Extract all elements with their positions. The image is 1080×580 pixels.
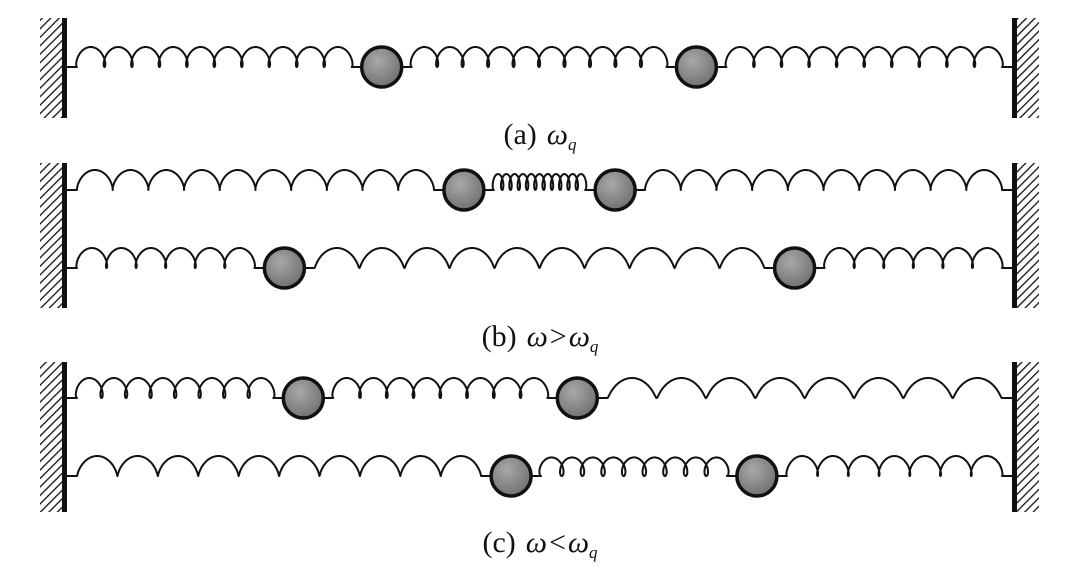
spring — [483, 173, 596, 191]
caption-c-omega-q: ω — [567, 526, 590, 559]
caption-c-operator: < — [548, 526, 566, 559]
caption-b-omega: ω — [526, 320, 548, 353]
right-wall — [1012, 362, 1017, 512]
caption-c-subscript: q — [589, 543, 598, 562]
chain-row-a — [67, 45, 1012, 89]
left-wall-hatch — [40, 362, 62, 512]
panel-b — [40, 163, 1039, 308]
caption-a-subscript: q — [567, 135, 577, 154]
mass-ball — [593, 168, 637, 212]
chain-row-b-bottom — [67, 246, 1012, 290]
panel-a — [40, 18, 1039, 118]
caption-a-label: (a) — [503, 118, 537, 151]
caption-b-label: (b) — [481, 320, 517, 353]
spring — [401, 46, 677, 68]
left-wall-hatch — [40, 163, 62, 308]
right-wall — [1012, 18, 1017, 118]
right-wall-hatch — [1017, 163, 1039, 308]
mass-ball — [489, 454, 533, 498]
mass-ball — [262, 246, 307, 290]
caption-c-label: (c) — [482, 526, 516, 559]
caption-b-subscript: q — [589, 337, 599, 356]
spring — [67, 455, 492, 477]
left-wall-hatch — [40, 18, 62, 118]
mass-ball — [735, 454, 779, 498]
left-wall — [62, 362, 67, 512]
spring — [814, 247, 1012, 269]
spring — [597, 377, 1012, 399]
mass-ball — [555, 376, 600, 420]
spring — [635, 169, 1012, 191]
mass-ball — [281, 376, 326, 420]
caption-b: (b)ω>ωq — [0, 320, 1080, 356]
spring — [716, 46, 1012, 68]
spring — [67, 169, 444, 191]
caption-a: (a) ωq — [0, 118, 1080, 154]
right-wall — [1012, 163, 1017, 308]
right-wall-hatch — [1017, 18, 1039, 118]
spring — [776, 455, 1012, 477]
spring — [67, 46, 362, 68]
spring — [531, 456, 737, 477]
panel-c — [40, 362, 1039, 512]
left-wall — [62, 18, 67, 118]
left-wall — [62, 163, 67, 308]
right-wall-hatch — [1017, 362, 1039, 512]
mass-ball — [359, 45, 404, 89]
chain-row-c-bottom — [67, 454, 1012, 498]
mass-ball — [772, 246, 817, 290]
caption-b-omega-q: ω — [568, 320, 590, 353]
spring — [67, 377, 284, 399]
caption-b-operator: > — [549, 320, 567, 353]
caption-c-omega: ω — [525, 526, 547, 559]
mass-ball — [674, 45, 719, 89]
caption-a-omega: ω — [546, 118, 568, 151]
spring — [323, 377, 558, 399]
mass-ball — [442, 168, 486, 212]
caption-c: (c)ω<ωq — [0, 526, 1080, 562]
spring — [304, 247, 775, 269]
spring — [67, 247, 265, 269]
chain-row-c-top — [67, 376, 1012, 420]
chain-row-b-top — [67, 168, 1012, 212]
